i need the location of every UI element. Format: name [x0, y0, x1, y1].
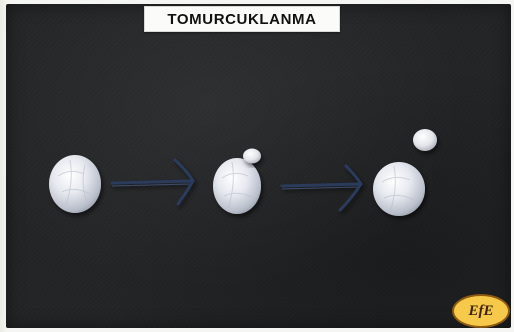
- parent-cell-stage-3: [373, 162, 425, 216]
- parent-cell-stage-2: [213, 158, 261, 214]
- arrow-1: [112, 160, 193, 204]
- efe-logo: EfE: [452, 294, 510, 328]
- parent-cell-stage-1: [49, 155, 101, 213]
- arrow-2: [282, 166, 361, 210]
- detached-daughter-cell: [413, 129, 437, 151]
- logo-text: EfE: [468, 304, 493, 318]
- bud-stage-2: [243, 149, 261, 164]
